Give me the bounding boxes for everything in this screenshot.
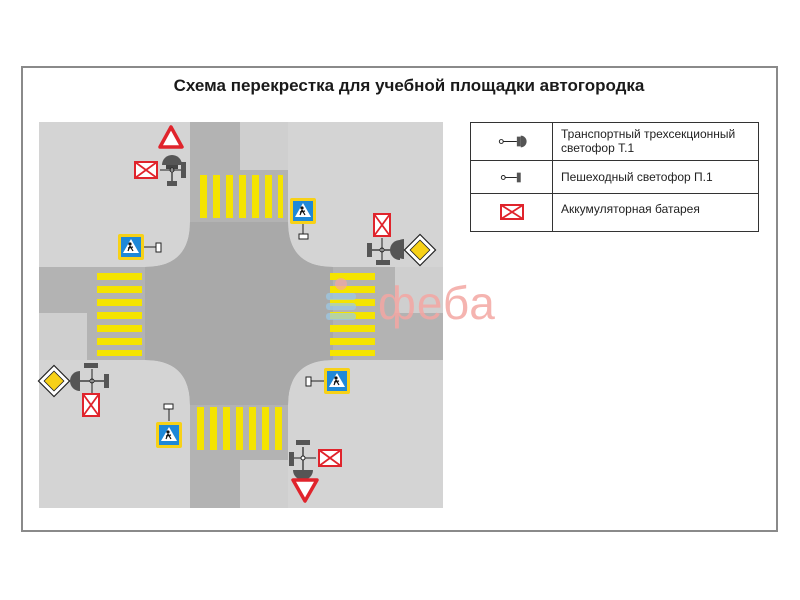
watermark-text: феба (378, 277, 496, 329)
pedestrian-light-top-left (144, 242, 162, 253)
battery-bottom-right (318, 449, 342, 467)
crossing-sign-bottom-left (155, 421, 183, 449)
pedestrian-light-p1-icon (500, 172, 521, 183)
traffic-light-top-left (160, 155, 186, 186)
traffic-light-bottom-left (70, 363, 109, 393)
pedestrian-light-bottom-right (305, 376, 324, 387)
pedestrian-light-top-right (298, 224, 309, 240)
legend-table: Транспортный трехсекционный светофор Т.1… (470, 122, 759, 232)
legend-row-battery: Аккумуляторная батарея (471, 194, 758, 231)
battery-top-left (134, 161, 158, 179)
crosswalk-top (200, 175, 283, 218)
lane-block-bottom (240, 460, 288, 508)
battery-bottom-left (82, 393, 100, 417)
legend-row-pedestrian-light: Пешеходный светофор П.1 (471, 161, 758, 194)
traffic-light-bottom-right (289, 440, 316, 480)
battery-top-right (373, 213, 391, 237)
watermark-logo-icon (326, 278, 356, 320)
legend-row-traffic-light: Транспортный трехсекционный светофор Т.1 (471, 123, 758, 161)
traffic-light-t1-icon (498, 135, 527, 148)
pedestrian-light-bottom-left (163, 403, 174, 421)
legend-text-pedestrian-light: Пешеходный светофор П.1 (561, 170, 713, 184)
legend-text-battery: Аккумуляторная батарея (561, 202, 700, 216)
battery-icon (500, 204, 524, 220)
legend-text-traffic-light: Транспортный трехсекционный светофор Т.1 (561, 127, 736, 155)
crosswalk-left (97, 273, 142, 356)
traffic-light-top-right (367, 238, 404, 265)
lane-block-top (240, 122, 288, 170)
crossing-sign-bottom-right (323, 367, 351, 395)
lane-block-left (39, 313, 87, 360)
crossing-sign-top-right (289, 197, 317, 225)
intersection-core (145, 222, 333, 405)
diagram-title: Схема перекрестка для учебной площадки а… (173, 76, 645, 95)
crossing-sign-top-left (117, 233, 145, 261)
lane-block-right (395, 267, 443, 313)
crosswalk-bottom (197, 407, 282, 450)
